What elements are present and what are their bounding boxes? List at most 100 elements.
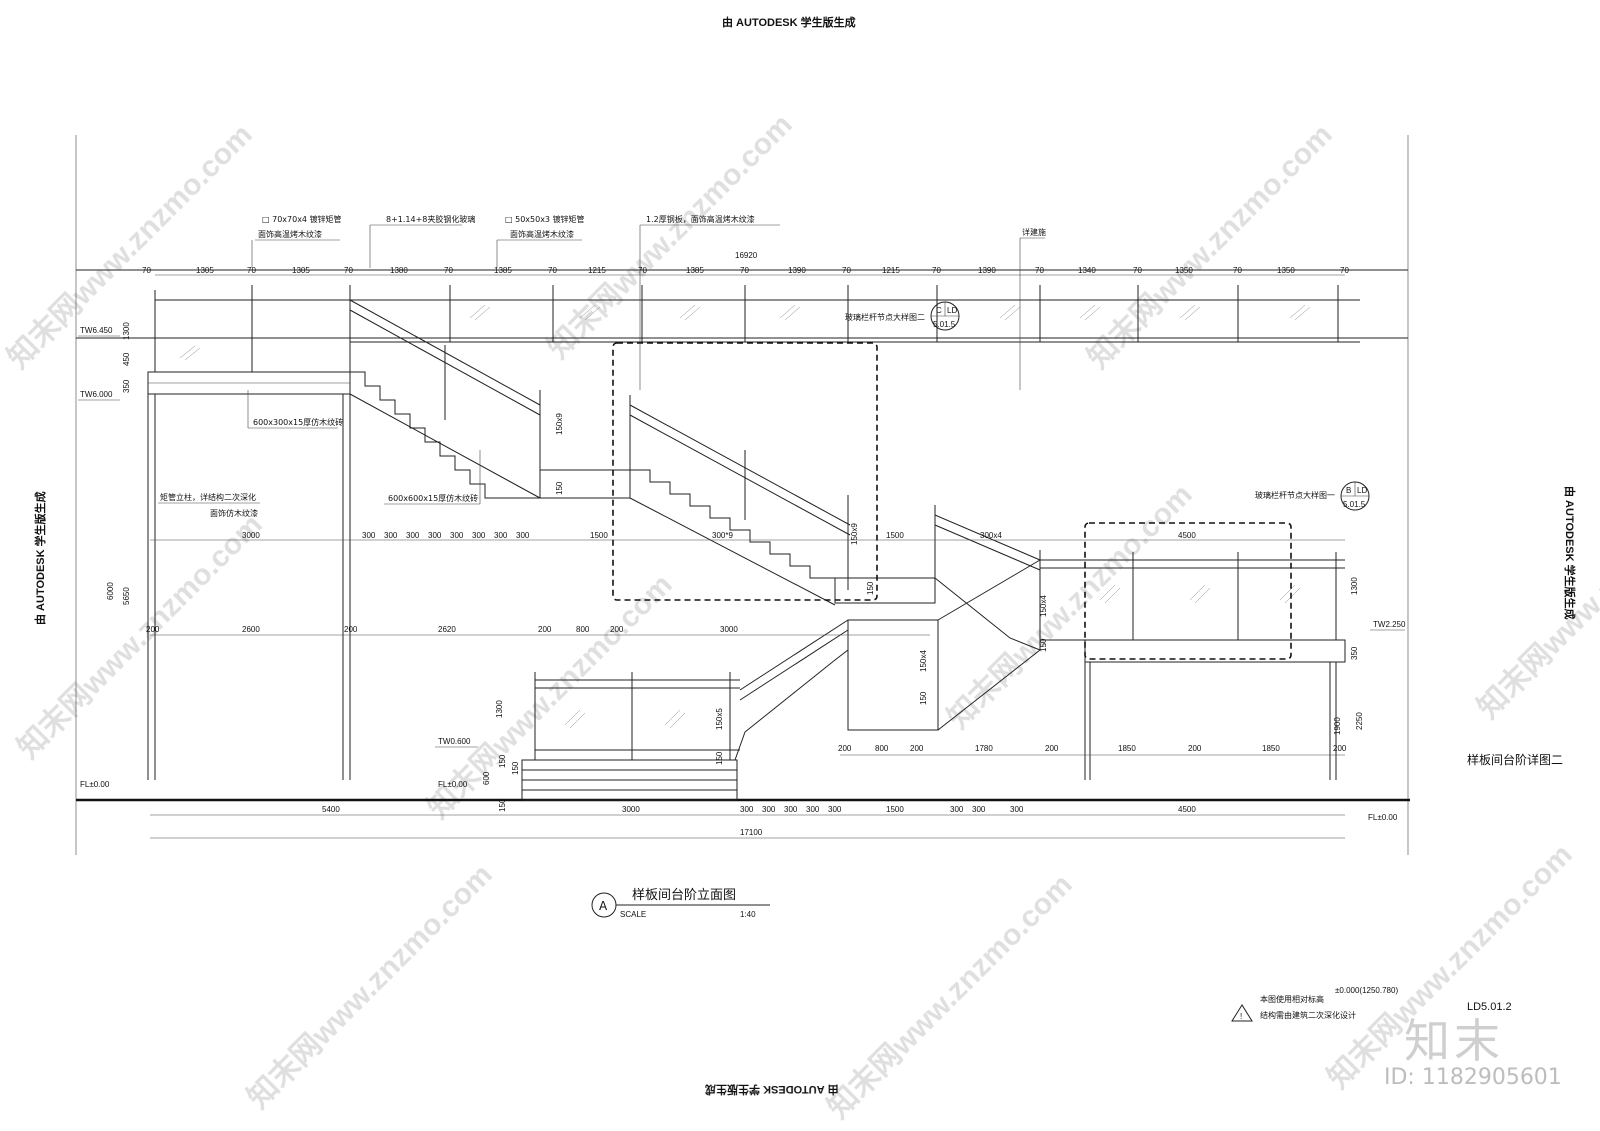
dim: 200 — [1333, 744, 1347, 753]
title-block: A 样板间台阶立面图 SCALE 1:40 — [591, 888, 770, 919]
callout-rail-post: □ 70x70x4 镀锌矩管 — [262, 214, 342, 224]
dim: 300 — [1010, 805, 1024, 814]
dim: 300 — [806, 805, 820, 814]
dim: 200 — [610, 625, 624, 634]
callout-handrail: □ 50x50x3 镀锌矩管 — [505, 214, 585, 224]
note-line-1: 本图使用相对标高 — [1260, 994, 1324, 1004]
dim: 1390 — [788, 266, 806, 275]
watermark: 知末网www.znzmo.com — [1472, 468, 1600, 725]
dim: 70 — [548, 266, 557, 275]
top-landing — [147, 371, 351, 780]
upper-flight — [349, 299, 631, 499]
dim: 70 — [1035, 266, 1044, 275]
dim: 300 — [384, 531, 398, 540]
dim: 3000 — [242, 531, 260, 540]
detail-box-c — [612, 342, 878, 601]
top-dimensions: 16920 70 1305 70 1305 70 1380 70 1385 70… — [142, 251, 1349, 275]
scale-label: SCALE — [620, 910, 646, 919]
brand-logo: 知末 — [1404, 1014, 1504, 1068]
dim: 3000 — [720, 625, 738, 634]
dim: 2620 — [438, 625, 456, 634]
detail-c-label: 玻璃栏杆节点大样图二 — [845, 312, 925, 322]
dim: 300 — [950, 805, 964, 814]
detail-b-letter: B — [1346, 486, 1351, 495]
level-fl-mid: FL±0.00 — [438, 780, 468, 789]
detail-c-ref: LD — [947, 306, 957, 315]
dim: 1340 — [1078, 266, 1096, 275]
dim: 70 — [1340, 266, 1349, 275]
watermark: 知末网www.znzmo.com — [1082, 118, 1339, 375]
dim: 1390 — [978, 266, 996, 275]
detail-b-ref: LD — [1357, 486, 1367, 495]
dim: 350 — [122, 379, 131, 393]
dim: 70 — [638, 266, 647, 275]
dim: 200 — [344, 625, 358, 634]
detail-b-label: 玻璃栏杆节点大样图一 — [1255, 490, 1335, 500]
level-fl-left: FL±0.00 — [80, 780, 110, 789]
dim: 150 — [715, 751, 724, 765]
right-landing — [1040, 552, 1346, 780]
dim: 150 — [1039, 638, 1048, 652]
dim: 70 — [1133, 266, 1142, 275]
dim: 70 — [344, 266, 353, 275]
dim: 200 — [910, 744, 924, 753]
autodesk-stamp-left: 由 AUTODESK 学生版生成 — [33, 491, 47, 625]
dim: 300 — [972, 805, 986, 814]
dim: 1850 — [1118, 744, 1136, 753]
dim: 300 — [740, 805, 754, 814]
detail-b-sheet: 5.01.5 — [1343, 500, 1366, 509]
image-id: ID: 1182905601 — [1384, 1065, 1562, 1090]
middle-flight — [629, 395, 936, 606]
autodesk-stamp-right: 由 AUTODESK 学生版生成 — [1563, 486, 1577, 620]
material-callouts: □ 70x70x4 镀锌矩管 面饰高温烤木纹漆 8+1.14+8夹胶钢化玻璃 □… — [158, 214, 1046, 518]
row-3000-dimensions: 3000 300 300 300 300 300 300 300 300 150… — [242, 531, 1196, 540]
bottom-landing — [521, 672, 740, 801]
dim: 300 — [450, 531, 464, 540]
bottom-dimensions: 5400 3000 300 300 300 300 300 1500 300 3… — [322, 805, 1196, 837]
dim: 3000 — [622, 805, 640, 814]
callout-rail-post-finish: 面饰高温烤木纹漆 — [258, 229, 322, 239]
dim: 300 — [762, 805, 776, 814]
row-200-dimensions: 200 2600 200 2620 200 800 200 3000 — [146, 625, 738, 634]
scale-value: 1:40 — [740, 910, 756, 919]
title-marker: A — [599, 899, 608, 913]
dim: 300 — [828, 805, 842, 814]
level-tw6450: TW6.450 — [80, 326, 113, 335]
dim: 2600 — [242, 625, 260, 634]
dim: 70 — [1233, 266, 1242, 275]
level-tw6000: TW6.000 — [80, 390, 113, 399]
dim: 70 — [142, 266, 151, 275]
watermark: 知末网www.znzmo.com — [542, 108, 799, 365]
dim: 1850 — [1262, 744, 1280, 753]
dim: 150 — [555, 481, 564, 495]
dim: 1350 — [1175, 266, 1193, 275]
detail-c-letter: C — [936, 306, 942, 315]
right-flight — [934, 505, 1041, 651]
callout-column-finish: 面饰仿木纹漆 — [210, 508, 258, 518]
detail-reference-b: 玻璃栏杆节点大样图一 B LD 5.01.5 — [1255, 481, 1370, 511]
dim: 300 — [362, 531, 376, 540]
dim: 150x9 — [850, 523, 859, 545]
dim: 150x9 — [555, 413, 564, 435]
dim: 70 — [247, 266, 256, 275]
dim: 5650 — [122, 587, 131, 605]
dim: 1780 — [975, 744, 993, 753]
callout-steel-plate: 1.2厚钢板，面饰高温烤木纹漆 — [646, 214, 755, 224]
upper-railing — [76, 269, 1408, 372]
dim: 300 — [784, 805, 798, 814]
level-fl-right: FL±0.00 — [1368, 813, 1398, 822]
dim: 70 — [842, 266, 851, 275]
detail-c-sheet: 5.01.5 — [933, 320, 956, 329]
dim: 150x4 — [1039, 595, 1048, 617]
dim: 1350 — [1277, 266, 1295, 275]
dim: 150 — [866, 581, 875, 595]
dim: 1385 — [686, 266, 704, 275]
autodesk-stamp-top: 由 AUTODESK 学生版生成 — [722, 15, 856, 29]
dim: 150 — [919, 691, 928, 705]
watermark: 知末网www.znzmo.com — [822, 868, 1079, 1125]
dim: 5400 — [322, 805, 340, 814]
level-markers: TW6.450 TW6.000 TW2.250 TW0.600 FL±0.00 … — [78, 326, 1406, 822]
callout-tile-stair: 600x600x15厚仿木纹砖 — [388, 493, 478, 503]
dim: 4500 — [1178, 805, 1196, 814]
